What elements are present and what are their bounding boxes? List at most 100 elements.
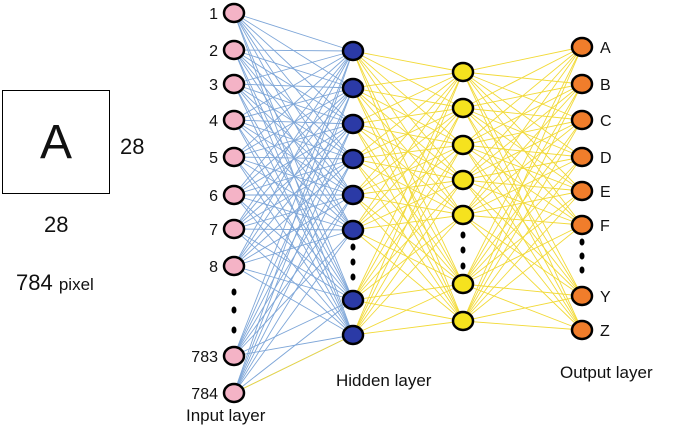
output-node-label: B (600, 77, 611, 94)
hidden-output-edge (462, 107, 583, 331)
output-neuron (570, 180, 594, 202)
hidden2-ellipsis-dot (460, 246, 466, 254)
hidden-output-edge (462, 46, 583, 73)
input-hidden-edge (233, 87, 354, 196)
hidden-output-edge (462, 224, 583, 322)
output-node-label: D (600, 150, 612, 167)
input-node-label: 4 (209, 113, 218, 130)
input-node-label: 7 (209, 222, 218, 239)
input-hidden-edge (233, 123, 354, 196)
input-hidden-edge (233, 334, 354, 357)
hidden-output-edge (462, 156, 583, 322)
hidden-output-edge (462, 320, 583, 331)
input-node-label: 5 (209, 150, 218, 167)
input-hidden-edge (233, 87, 354, 267)
input-node-label: 3 (209, 77, 218, 94)
input-hidden-edge (233, 123, 354, 267)
hidden-hidden-edge (352, 179, 464, 336)
hidden-hidden-edge (352, 320, 464, 336)
hidden-output-edge (462, 156, 583, 181)
hidden-output-edge (462, 283, 583, 331)
hidden-hidden-edge (352, 144, 464, 231)
input-neuron (222, 109, 246, 131)
output-node-label: F (600, 218, 610, 235)
output-neuron (570, 109, 594, 131)
hidden-hidden-edge (352, 87, 464, 146)
hidden-hidden-edge (352, 71, 464, 301)
input-hidden-edge (233, 158, 354, 394)
hidden-output-edge (462, 156, 583, 216)
output-neuron (570, 146, 594, 168)
input-hidden-edge (233, 194, 354, 301)
output-neuron (570, 73, 594, 95)
output-node-label: C (600, 113, 612, 130)
hidden-output-edge (462, 46, 583, 322)
input-ellipsis-dot (231, 306, 237, 314)
hidden-hidden-edge (352, 123, 464, 146)
input-hidden-edge (233, 87, 354, 394)
pixel-count-label: 784 pixel (16, 270, 94, 296)
input-hidden-edge (233, 156, 354, 336)
hidden2-neuron (451, 273, 475, 295)
input-neuron (222, 39, 246, 61)
hidden-output-edge (462, 224, 583, 285)
neurons (222, 2, 594, 404)
output-node-label: E (600, 184, 611, 201)
hidden-output-edge (462, 295, 583, 322)
hidden-hidden-edge (352, 299, 464, 322)
hidden1-ellipsis-dot (350, 258, 356, 266)
hidden-hidden-edge (352, 71, 464, 89)
output-node-label: Z (600, 323, 610, 340)
output-node-label: Y (600, 289, 611, 306)
hidden1-neuron (341, 148, 365, 170)
input-hidden-edge (233, 228, 354, 301)
input-hidden-edge (233, 265, 354, 336)
output-neuron (570, 36, 594, 58)
hidden-output-edge (462, 119, 583, 216)
connections (233, 12, 583, 394)
hidden-hidden-edge (352, 71, 464, 125)
hidden-output-edge (462, 83, 583, 216)
output-ellipsis-dot (579, 238, 585, 246)
hidden-output-edge (462, 83, 583, 322)
input-hidden-edge (233, 50, 354, 357)
hidden-output-edge (462, 83, 583, 146)
input-hidden-edge (233, 194, 354, 394)
hidden2-neuron (451, 97, 475, 119)
hidden-output-edge (462, 46, 583, 181)
hidden2-ellipsis-dot (460, 231, 466, 239)
hidden2-neuron (451, 61, 475, 83)
output-neuron (570, 214, 594, 236)
input-hidden-edge (233, 50, 354, 267)
input-hidden-edge (233, 50, 354, 121)
input-hidden-edge (233, 50, 354, 230)
input-hidden-edge (233, 299, 354, 357)
hidden-output-edge (462, 144, 583, 158)
hidden2-neuron (451, 134, 475, 156)
hidden-output-edge (462, 46, 583, 146)
input-hidden-edge (233, 83, 354, 301)
input-hidden-edge (233, 158, 354, 267)
input-hidden-edge (233, 334, 354, 394)
hidden1-ellipsis-dot (350, 243, 356, 251)
input-hidden-edge (233, 83, 354, 160)
hidden-output-edge (462, 190, 583, 285)
hidden1-neuron (341, 219, 365, 241)
input-hidden-edge (233, 119, 354, 231)
image-height-label: 28 (44, 212, 69, 237)
hidden-hidden-edge (352, 144, 464, 336)
hidden1-neuron (341, 184, 365, 206)
input-hidden-edge (233, 119, 354, 301)
hidden-hidden-edge (352, 107, 464, 231)
hidden-output-edge (462, 119, 583, 322)
hidden-output-edge (462, 190, 583, 322)
hidden-hidden-edge (352, 179, 464, 231)
input-node-label: 783 (191, 349, 218, 366)
input-neuron (222, 345, 246, 367)
input-hidden-edge (233, 123, 354, 394)
hidden-output-edge (462, 83, 583, 181)
input-neuron (222, 382, 246, 404)
input-hidden-edge (233, 50, 354, 394)
